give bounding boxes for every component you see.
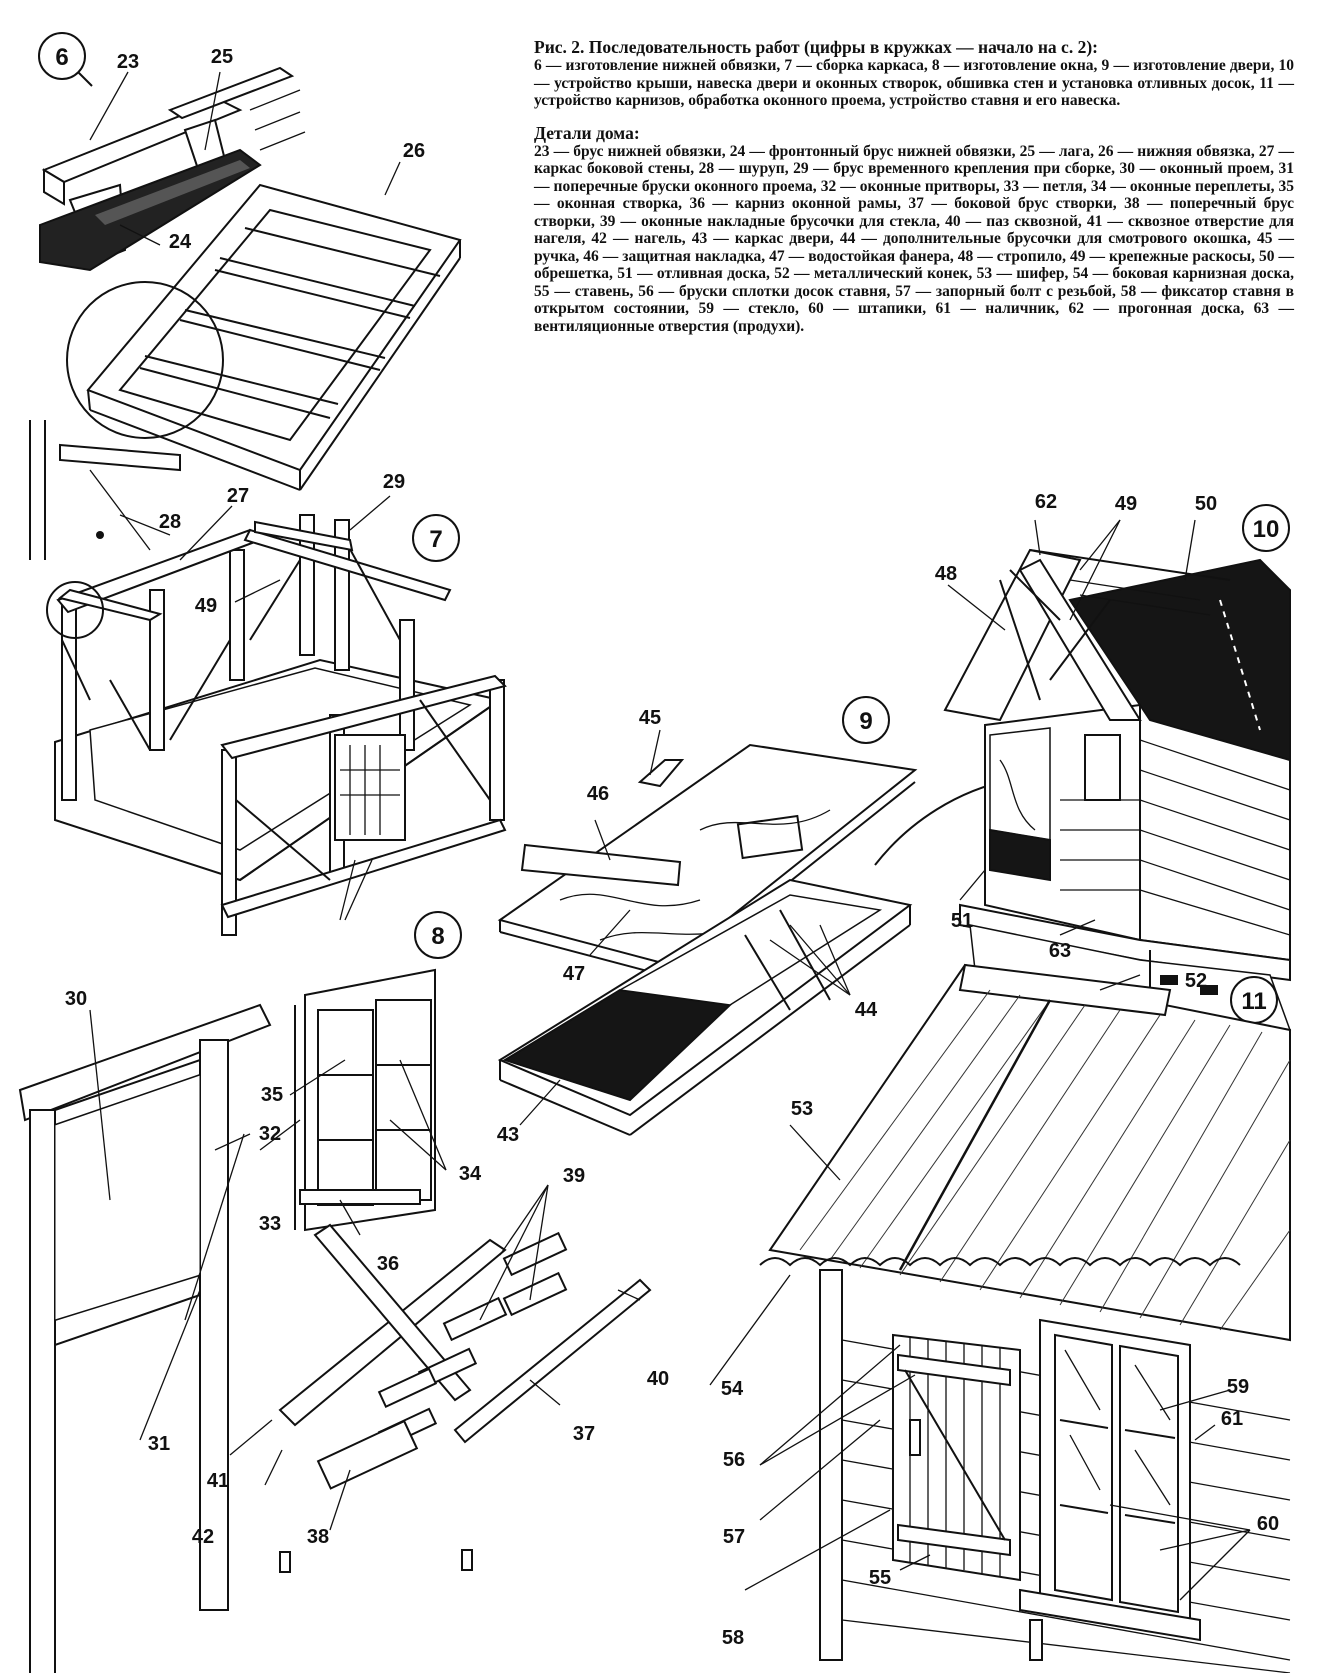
- step-9-number: 9: [859, 708, 872, 735]
- label-59: 59: [1227, 1376, 1249, 1398]
- step-8-window: 8: [18, 911, 652, 1673]
- label-43: 43: [497, 1124, 519, 1146]
- label-41: 41: [207, 1470, 229, 1492]
- label-53: 53: [791, 1098, 813, 1120]
- step-7-number: 7: [429, 526, 442, 553]
- step-8-number: 8: [431, 923, 444, 950]
- step-7-frame-assembly: 7: [29, 420, 507, 936]
- label-45: 45: [639, 707, 661, 729]
- label-25: 25: [211, 46, 233, 68]
- label-35: 35: [261, 1084, 283, 1106]
- label-44: 44: [855, 999, 878, 1021]
- caption-title: Рис. 2. Последовательность работ (цифры …: [534, 37, 1098, 57]
- step-10-number: 10: [1253, 516, 1280, 543]
- label-47: 47: [563, 963, 585, 985]
- label-28: 28: [159, 511, 181, 533]
- details-list: 23 — брус нижней обвязки, 24 — фронтонны…: [534, 142, 1294, 335]
- label-52: 52: [1185, 970, 1207, 992]
- label-63: 63: [1049, 940, 1071, 962]
- step-9-door: 9: [497, 696, 1011, 1136]
- label-34: 34: [459, 1163, 482, 1185]
- label-57: 57: [723, 1526, 745, 1548]
- label-39: 39: [563, 1165, 585, 1187]
- step-10-roof: 10: [943, 504, 1292, 1031]
- label-46: 46: [587, 783, 609, 805]
- label-24: 24: [169, 231, 192, 253]
- figure-caption: Рис. 2. Последовательность работ (цифры …: [534, 38, 1294, 335]
- step-6-bottom-frame: 6: [38, 32, 462, 491]
- step-9-circle: [842, 696, 890, 744]
- label-29: 29: [383, 471, 405, 493]
- label-30: 30: [65, 988, 87, 1010]
- step-7-circle: [412, 514, 460, 562]
- label-55: 55: [869, 1567, 891, 1589]
- label-23: 23: [117, 51, 139, 73]
- label-56: 56: [723, 1449, 745, 1471]
- step-6-circle: [38, 32, 86, 80]
- label-50: 50: [1195, 493, 1217, 515]
- label-49-frame: 49: [195, 595, 217, 617]
- label-40: 40: [647, 1368, 669, 1390]
- label-51: 51: [951, 910, 973, 932]
- part-number-labels: 23 25 24 26 27 28 29 49 30 32 31 35 34 3…: [65, 46, 1279, 1649]
- label-27: 27: [227, 485, 249, 507]
- label-37: 37: [573, 1423, 595, 1445]
- label-54: 54: [721, 1378, 744, 1400]
- label-32: 32: [259, 1123, 281, 1145]
- details-heading: Детали дома:: [534, 122, 640, 143]
- step-6-number: 6: [55, 44, 68, 71]
- label-38: 38: [307, 1526, 329, 1548]
- label-60: 60: [1257, 1513, 1279, 1535]
- label-26: 26: [403, 140, 425, 162]
- caption-steps: 6 — изготовление нижней обвязки, 7 — сбо…: [534, 57, 1294, 109]
- label-61: 61: [1221, 1408, 1243, 1430]
- label-48: 48: [935, 563, 957, 585]
- step-11-eaves-shutter: 11: [759, 963, 1291, 1673]
- label-31: 31: [148, 1433, 170, 1455]
- step-11-number: 11: [1241, 988, 1266, 1015]
- label-49-roof: 49: [1115, 493, 1137, 515]
- label-62: 62: [1035, 491, 1057, 513]
- label-58: 58: [722, 1627, 744, 1649]
- label-42: 42: [192, 1526, 214, 1548]
- label-33: 33: [259, 1213, 281, 1235]
- label-36: 36: [377, 1253, 399, 1275]
- leader-lines: [89, 71, 1251, 1601]
- step-8-circle: [414, 911, 462, 959]
- step-10-circle: [1242, 504, 1290, 552]
